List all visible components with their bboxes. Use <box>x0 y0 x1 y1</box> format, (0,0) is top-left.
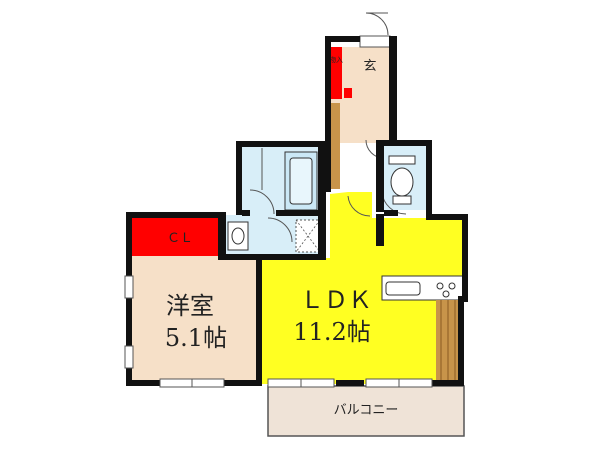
entry-door <box>365 12 389 36</box>
bathroom <box>240 145 324 215</box>
hallway-floor <box>330 103 340 189</box>
ldk-room: ＬＤＫ 11.2帖 <box>262 192 466 384</box>
ldk-room-name: ＬＤＫ <box>300 286 372 314</box>
toilet-bowl <box>390 167 414 197</box>
ldk-room-size: 11.2帖 <box>293 318 370 346</box>
windows <box>124 275 433 388</box>
entrance-area: 玄 物入 <box>329 12 391 189</box>
entrance-label: 玄 <box>363 59 376 74</box>
shoe-box-label: 物入 <box>329 55 343 64</box>
western-room: 洋室 5.1帖 <box>130 256 258 382</box>
washroom <box>224 215 324 257</box>
closet-label: ＣＬ <box>167 231 193 246</box>
shoe-box <box>330 47 342 99</box>
western-room-size: 5.1帖 <box>165 324 227 352</box>
balcony: バルコニー <box>267 385 465 437</box>
kitchen-sink <box>385 281 421 296</box>
balcony-label: バルコニー <box>334 403 399 418</box>
toilet-tank <box>388 155 416 165</box>
stove-burner <box>436 282 444 290</box>
closet: ＣＬ <box>130 216 222 277</box>
western-room-name: 洋室 <box>166 292 214 320</box>
toilet-room <box>381 146 426 215</box>
